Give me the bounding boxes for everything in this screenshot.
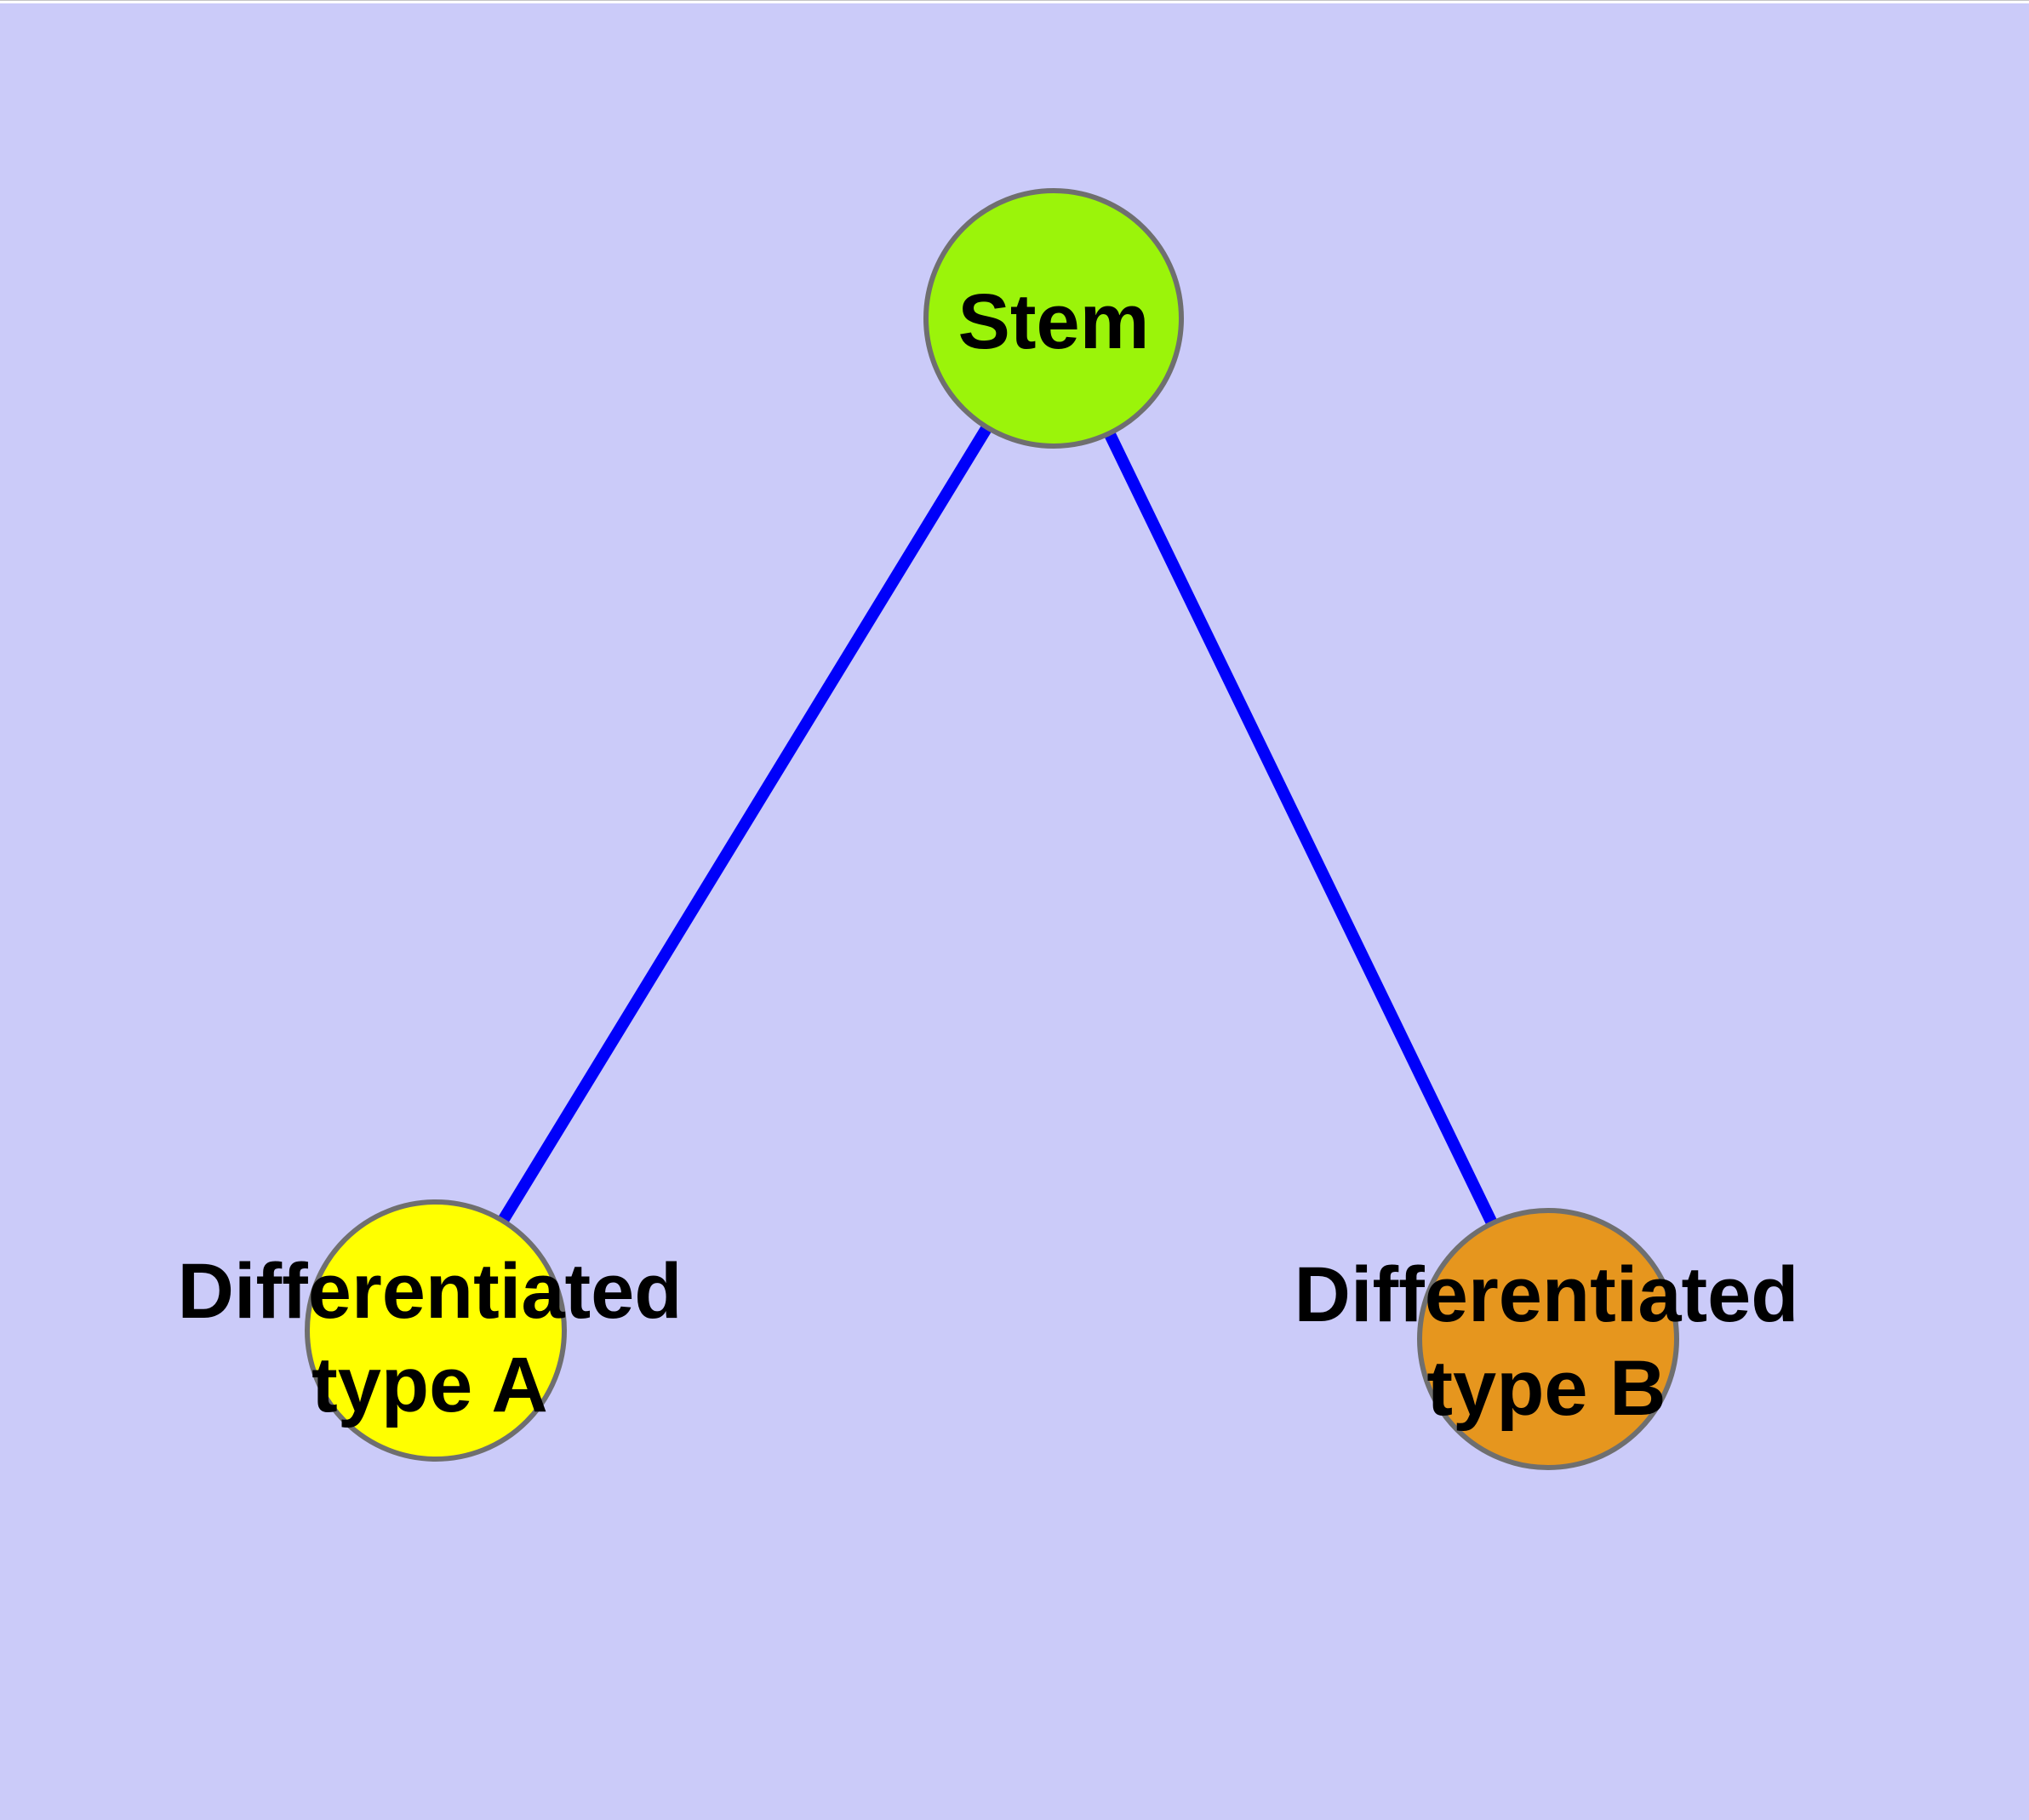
edge-stem-to-type-b [1048,315,1554,1342]
node-stem [923,188,1184,449]
edge-stem-to-type-a [431,315,1059,1334]
node-differentiated-type-a [305,1199,567,1462]
node-differentiated-type-b [1417,1208,1679,1470]
top-margin-strip [0,0,2029,3]
